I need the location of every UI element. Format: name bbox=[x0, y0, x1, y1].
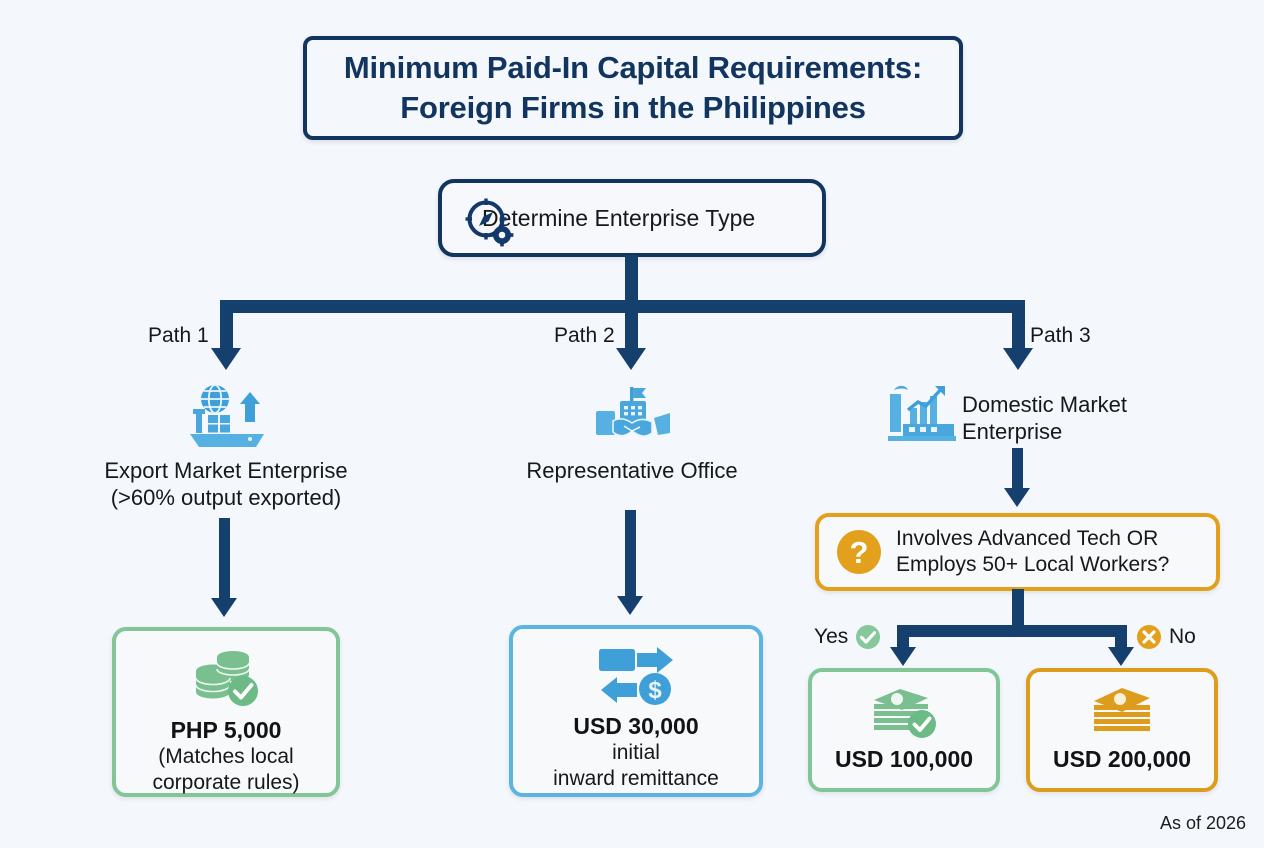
coins-check-icon bbox=[189, 647, 263, 709]
svg-text:$: $ bbox=[648, 677, 662, 704]
money-transfer-icon: $ bbox=[593, 643, 679, 707]
result-box-usd-30000[interactable]: $ USD 30,000 initial inward remittance bbox=[509, 625, 763, 797]
no-label-text: No bbox=[1169, 625, 1196, 648]
connector-no-drop bbox=[1115, 625, 1127, 649]
connector-domestic-to-decision bbox=[1012, 448, 1023, 490]
svg-text:?: ? bbox=[850, 535, 869, 570]
decision-line-2: Employs 50+ Local Workers? bbox=[896, 553, 1170, 576]
result-box-usd-100000[interactable]: USD 100,000 bbox=[808, 668, 1000, 792]
result-sub-php: (Matches local corporate rules) bbox=[152, 744, 299, 796]
branch-caption-domestic-market: Domestic Market Enterprise bbox=[962, 392, 1127, 446]
compass-gear-icon bbox=[464, 197, 514, 247]
connector-path2-arrowhead bbox=[616, 348, 646, 370]
page-title: Minimum Paid-In Capital Requirements: Fo… bbox=[344, 48, 922, 127]
factory-growth-icon bbox=[886, 380, 958, 442]
chart-title-box: Minimum Paid-In Capital Requirements: Fo… bbox=[303, 36, 963, 140]
connector-decision-stem bbox=[1012, 589, 1024, 629]
branch-caption-representative-office: Representative Office bbox=[410, 458, 854, 485]
question-mark-icon: ? bbox=[835, 528, 883, 576]
result-sub-php-line1: (Matches local bbox=[158, 745, 294, 768]
branch-caption-export-line2: (>60% output exported) bbox=[110, 484, 342, 510]
cash-stack-check-icon bbox=[866, 684, 942, 740]
path-label-2: Path 2 bbox=[554, 324, 615, 347]
yes-label-text: Yes bbox=[814, 625, 849, 648]
connector-domestic-to-decision-arrowhead bbox=[1004, 488, 1030, 507]
title-line-1: Minimum Paid-In Capital Requirements: bbox=[343, 50, 923, 86]
result-amount-usd100: USD 100,000 bbox=[834, 746, 974, 772]
connector-decision-bar bbox=[897, 625, 1127, 637]
result-amount-php: PHP 5,000 bbox=[170, 717, 282, 743]
decision-line-1: Involves Advanced Tech OR bbox=[896, 526, 1159, 550]
result-box-php-5000[interactable]: PHP 5,000 (Matches local corporate rules… bbox=[112, 627, 340, 797]
x-circle-icon bbox=[1136, 624, 1162, 650]
connector-yes-drop bbox=[897, 625, 909, 649]
start-node-label: Determine Enterprise Type bbox=[482, 204, 756, 231]
connector-path2-drop bbox=[625, 300, 638, 350]
title-line-2: Foreign Firms in the Philippines bbox=[400, 90, 866, 125]
connector-start-stem bbox=[625, 255, 638, 305]
result-sub-php-line2: corporate rules) bbox=[152, 771, 300, 795]
result-amount-usd30: USD 30,000 bbox=[573, 713, 699, 739]
result-box-usd-200000[interactable]: USD 200,000 bbox=[1026, 668, 1218, 792]
decision-box-text: Involves Advanced Tech OR Employs 50+ Lo… bbox=[896, 526, 1169, 578]
decision-no-branch-label: No bbox=[1136, 624, 1196, 650]
branch-caption-export-market: Export Market Enterprise (>60% output ex… bbox=[0, 458, 452, 512]
path-label-3: Path 3 bbox=[1030, 324, 1091, 347]
result-sub-usd30-line1: initial bbox=[612, 741, 660, 764]
connector-path1-arrowhead bbox=[211, 348, 241, 370]
connector-export-to-php bbox=[219, 518, 230, 600]
connector-no-arrowhead bbox=[1108, 647, 1134, 666]
connector-repoffice-to-usd30 bbox=[625, 510, 636, 598]
footer-as-of-date: As of 2026 bbox=[1159, 813, 1246, 833]
path-label-1: Path 1 bbox=[148, 324, 209, 347]
start-node-determine-enterprise-type[interactable]: Determine Enterprise Type bbox=[438, 179, 826, 257]
connector-path3-arrowhead bbox=[1003, 348, 1033, 370]
cash-stack-icon bbox=[1084, 684, 1160, 740]
branch-caption-repoffice-line1: Representative Office bbox=[526, 458, 738, 483]
branch-caption-domestic-line2: Enterprise bbox=[962, 418, 1063, 444]
connector-path3-drop bbox=[1012, 300, 1025, 350]
result-sub-usd30: initial inward remittance bbox=[553, 740, 719, 792]
check-circle-icon bbox=[855, 624, 881, 650]
decision-yes-branch-label: Yes bbox=[814, 624, 881, 650]
connector-export-to-php-arrowhead bbox=[211, 598, 237, 617]
connector-repoffice-to-usd30-arrowhead bbox=[617, 596, 643, 615]
branch-caption-domestic-line1: Domestic Market bbox=[962, 392, 1128, 417]
result-sub-usd30-line2: inward remittance bbox=[553, 767, 719, 791]
office-handshake-icon bbox=[594, 385, 672, 447]
result-amount-usd200: USD 200,000 bbox=[1052, 746, 1192, 772]
connector-yes-arrowhead bbox=[890, 647, 916, 666]
connector-horizontal-bar bbox=[220, 300, 1025, 313]
connector-path1-drop bbox=[220, 300, 233, 350]
cargo-ship-export-icon bbox=[186, 382, 268, 448]
decision-box-advanced-tech-or-workers[interactable]: ? Involves Advanced Tech OR Employs 50+ … bbox=[815, 513, 1220, 591]
branch-caption-export-line1: Export Market Enterprise bbox=[104, 458, 348, 483]
